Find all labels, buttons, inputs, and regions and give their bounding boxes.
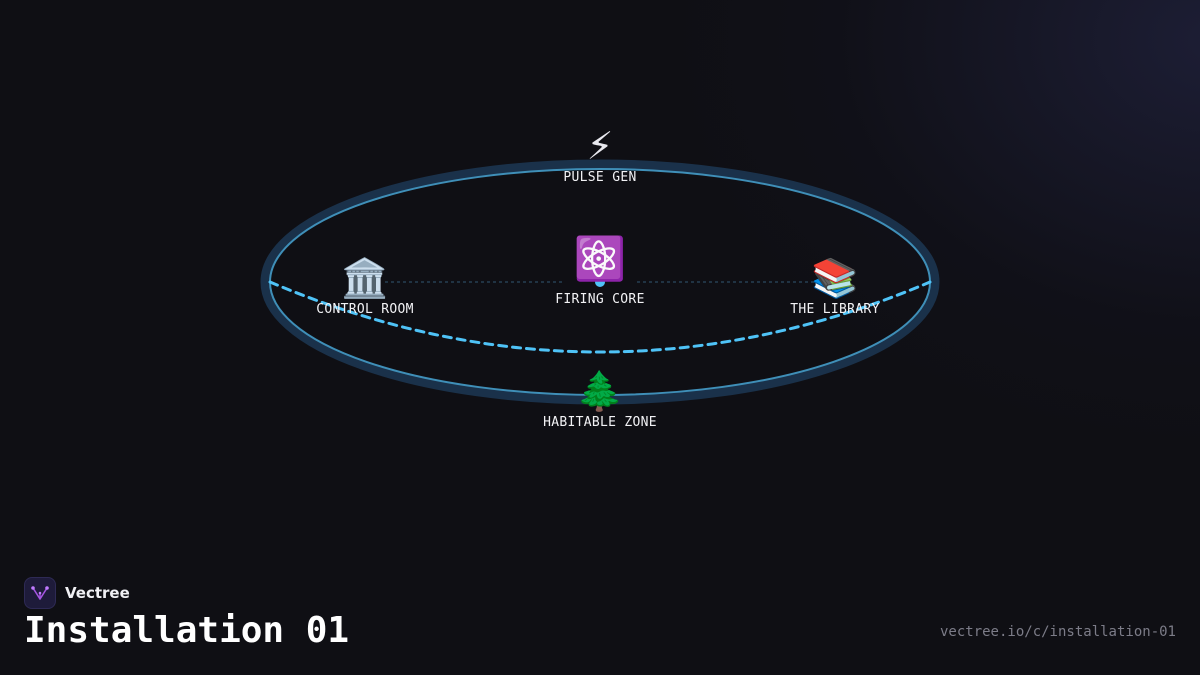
evergreen-tree-icon: 🌲	[576, 369, 624, 413]
lightning-icon: ⚡	[586, 124, 614, 168]
core-dot	[595, 277, 605, 287]
node-the-library[interactable]: 📚 THE LIBRARY	[790, 256, 879, 317]
orbit-ring-halo	[260, 159, 940, 405]
node-habitable-zone[interactable]: 🌲 HABITABLE ZONE	[543, 369, 657, 430]
share-url[interactable]: vectree.io/c/installation-01	[939, 624, 1176, 640]
dashed-trajectory	[268, 280, 932, 354]
vectree-logo-icon	[24, 577, 56, 609]
node-label-control-room: CONTROL ROOM	[316, 302, 414, 317]
brand[interactable]: Vectree	[24, 577, 130, 609]
node-pulse-gen[interactable]: ⚡ PULSE GEN	[563, 124, 636, 185]
node-label-habitable-zone: HABITABLE ZONE	[543, 415, 657, 430]
page-title: Installation 01	[24, 610, 350, 651]
classical-building-icon: 🏛️	[341, 256, 389, 300]
node-control-room[interactable]: 🏛️ CONTROL ROOM	[316, 256, 414, 317]
node-label-firing-core: FIRING CORE	[555, 292, 645, 307]
node-label-pulse-gen: PULSE GEN	[563, 170, 637, 185]
atom-icon: ⚛️	[573, 234, 627, 283]
books-icon: 📚	[811, 256, 859, 300]
brand-name: Vectree	[65, 584, 130, 602]
node-firing-core[interactable]: ⚛️ FIRING CORE	[555, 234, 644, 307]
node-label-the-library: THE LIBRARY	[790, 302, 880, 317]
